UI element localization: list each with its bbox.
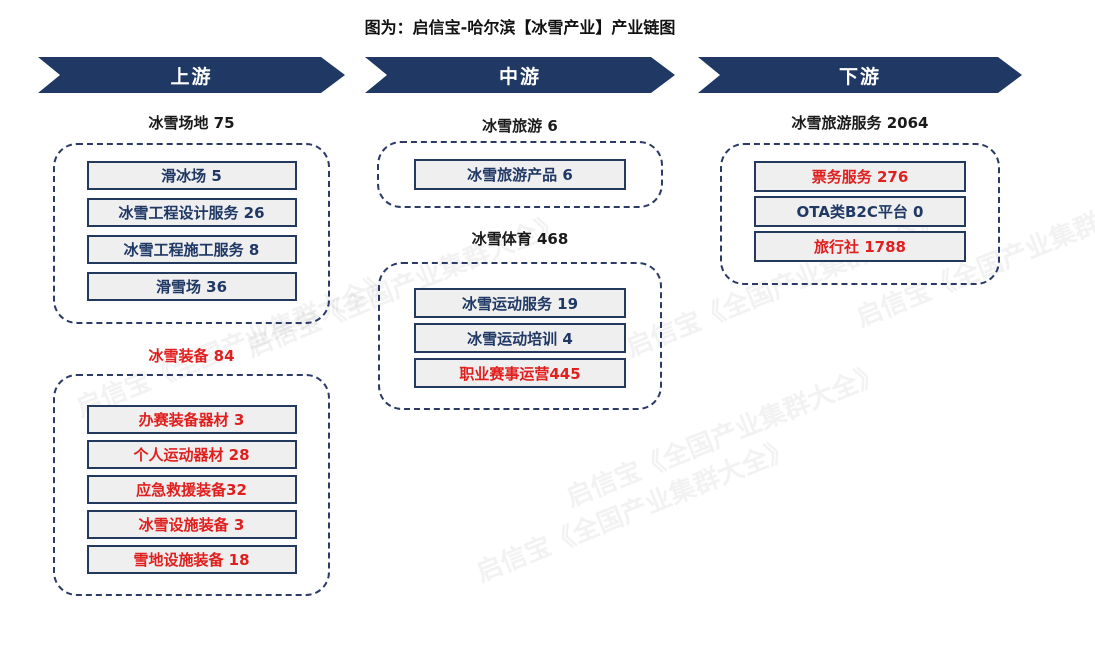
- group-title-tourism-services: 冰雪旅游服务 2064: [791, 114, 929, 132]
- list-item: 滑冰场 5: [86, 161, 297, 190]
- page-title: 图为：启信宝-哈尔滨【冰雪产业】产业链图: [364, 18, 676, 37]
- list-item: 应急救援装备32: [86, 475, 297, 504]
- group-title-ice-sports: 冰雪体育 468: [471, 230, 569, 248]
- stage-downstream: 下游 冰雪旅游服务 2064 票务服务 276 OTA类B2C平台 0 旅行社 …: [698, 57, 1022, 285]
- stage-arrow-label: 中游: [498, 65, 541, 88]
- group-title-ice-tourism: 冰雪旅游 6: [482, 117, 558, 135]
- watermark: 启信宝《全国产业集群大全》: [472, 433, 797, 589]
- stage-arrow-upstream: 上游: [38, 57, 345, 93]
- list-item: OTA类B2C平台 0: [754, 196, 966, 227]
- list-item: 票务服务 276: [754, 161, 966, 192]
- group-title-ice-equipment: 冰雪装备 84: [148, 347, 235, 365]
- stage-midstream: 中游 冰雪旅游 6 冰雪旅游产品 6 冰雪体育 468 冰雪运动服务 19 冰雪…: [365, 57, 675, 410]
- list-item: 冰雪设施装备 3: [86, 510, 297, 539]
- stage-arrow-midstream: 中游: [365, 57, 675, 93]
- list-item: 旅行社 1788: [754, 231, 966, 262]
- stage-upstream: 上游 冰雪场地 75 滑冰场 5 冰雪工程设计服务 26 冰雪工程施工服务 8 …: [38, 57, 345, 596]
- group-box-ice-venues: 滑冰场 5 冰雪工程设计服务 26 冰雪工程施工服务 8 滑雪场 36: [53, 143, 330, 324]
- group-box-tourism-services: 票务服务 276 OTA类B2C平台 0 旅行社 1788: [720, 143, 1000, 285]
- list-item: 冰雪工程施工服务 8: [86, 235, 297, 264]
- list-item: 滑雪场 36: [86, 272, 297, 301]
- list-item: 办赛装备器材 3: [86, 405, 297, 434]
- list-item: 个人运动器材 28: [86, 440, 297, 469]
- group-box-ice-tourism: 冰雪旅游产品 6: [377, 141, 663, 208]
- stage-arrow-label: 下游: [838, 65, 881, 88]
- list-item: 冰雪运动服务 19: [414, 288, 626, 318]
- list-item: 冰雪运动培训 4: [414, 323, 626, 353]
- stage-arrow-label: 上游: [170, 65, 213, 88]
- stage-arrow-downstream: 下游: [698, 57, 1022, 93]
- list-item: 职业赛事运营445: [414, 358, 626, 388]
- list-item: 冰雪旅游产品 6: [414, 159, 626, 190]
- list-item: 冰雪工程设计服务 26: [86, 198, 297, 227]
- list-item: 雪地设施装备 18: [86, 545, 297, 574]
- group-title-ice-venues: 冰雪场地 75: [148, 114, 235, 132]
- group-box-ice-equipment: 办赛装备器材 3 个人运动器材 28 应急救援装备32 冰雪设施装备 3 雪地设…: [53, 374, 330, 596]
- group-box-ice-sports: 冰雪运动服务 19 冰雪运动培训 4 职业赛事运营445: [378, 262, 662, 410]
